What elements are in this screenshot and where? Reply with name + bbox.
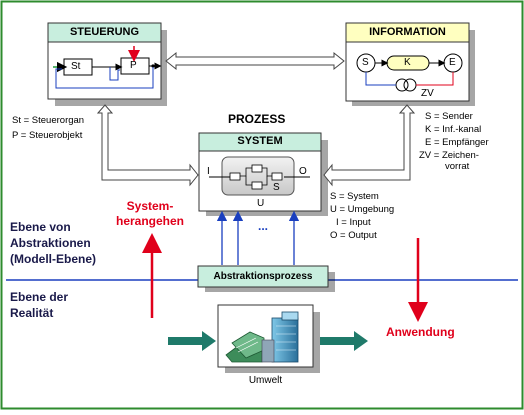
feedback-loop-inner	[109, 67, 120, 81]
information-box	[345, 22, 475, 106]
st-label: St	[71, 61, 81, 72]
level-abstraction-line-2: Abstraktionen	[10, 236, 91, 250]
system-input-label: I	[207, 166, 210, 177]
receiver-label: E	[449, 57, 456, 68]
legend-right-5: vorrat	[445, 161, 470, 172]
system-header	[198, 132, 322, 152]
steuerung-to-system-arrow	[96, 104, 199, 187]
abstraction-blue-arrows	[216, 210, 300, 265]
ellipsis-label: ...	[258, 219, 269, 233]
steuerung-title: STEUERUNG	[69, 26, 140, 38]
p-label: P	[130, 60, 137, 71]
system-box	[198, 132, 328, 216]
systemherangehen-line-2: herangehen	[116, 214, 185, 228]
system-core	[221, 156, 295, 196]
systemherangehen-label: System- herangehen	[116, 199, 184, 229]
anwendung-label: Anwendung	[386, 325, 455, 339]
sender-label: S	[362, 57, 369, 68]
legend-system-4: O = Output	[330, 230, 377, 241]
channel-label: K	[404, 57, 411, 68]
feedback-loop-outer	[55, 67, 154, 89]
systemherangehen-line-1: System-	[126, 199, 174, 213]
legend-system-3: I = Input	[336, 217, 371, 228]
legend-left-1: St = Steuerorgan	[12, 115, 85, 126]
information-to-system-arrow	[323, 104, 416, 187]
legend-right-4: ZV = Zeichen-	[419, 150, 479, 161]
level-reality-line-2: Realität	[10, 306, 54, 320]
level-abstraction-label: Ebene von Abstraktionen (Modell-Ebene)	[10, 219, 96, 267]
level-reality-line-1: Ebene der	[10, 290, 69, 304]
steuerung-box	[47, 22, 167, 106]
level-abstraction-line-3: (Modell-Ebene)	[10, 252, 96, 266]
legend-left-2: P = Steuerobjekt	[12, 130, 83, 141]
legend-right-2: K = Inf.-kanal	[425, 124, 482, 135]
system-output-label: O	[299, 166, 307, 177]
zeichenvorrat-label: ZV	[421, 88, 434, 99]
prozess-heading: PROZESS	[228, 112, 286, 126]
umwelt-output-arrow	[320, 331, 368, 351]
system-u-label: U	[257, 198, 265, 209]
steuerung-header	[47, 22, 162, 43]
system-title: SYSTEM	[237, 135, 283, 147]
system-s-label: S	[273, 182, 280, 193]
legend-system-1: S = System	[330, 191, 379, 202]
umwelt-illustration	[225, 311, 299, 363]
legend-system-2: U = Umgebung	[330, 204, 395, 215]
umwelt-input-arrow	[168, 331, 216, 351]
abstraktionsprozess-label: Abstraktionsprozess	[213, 271, 313, 282]
umwelt-box	[217, 304, 320, 373]
umwelt-label: Umwelt	[248, 375, 283, 386]
information-header	[345, 22, 470, 43]
legend-right-3: E = Empfänger	[425, 137, 489, 148]
level-abstraction-line-1: Ebene von	[10, 220, 71, 234]
abstraktionsprozess-box	[197, 265, 335, 292]
legend-right-1: S = Sender	[425, 111, 473, 122]
steuerung-information-double-arrow	[165, 51, 345, 71]
information-title: INFORMATION	[369, 26, 446, 38]
level-reality-label: Ebene der Realität	[10, 289, 68, 321]
